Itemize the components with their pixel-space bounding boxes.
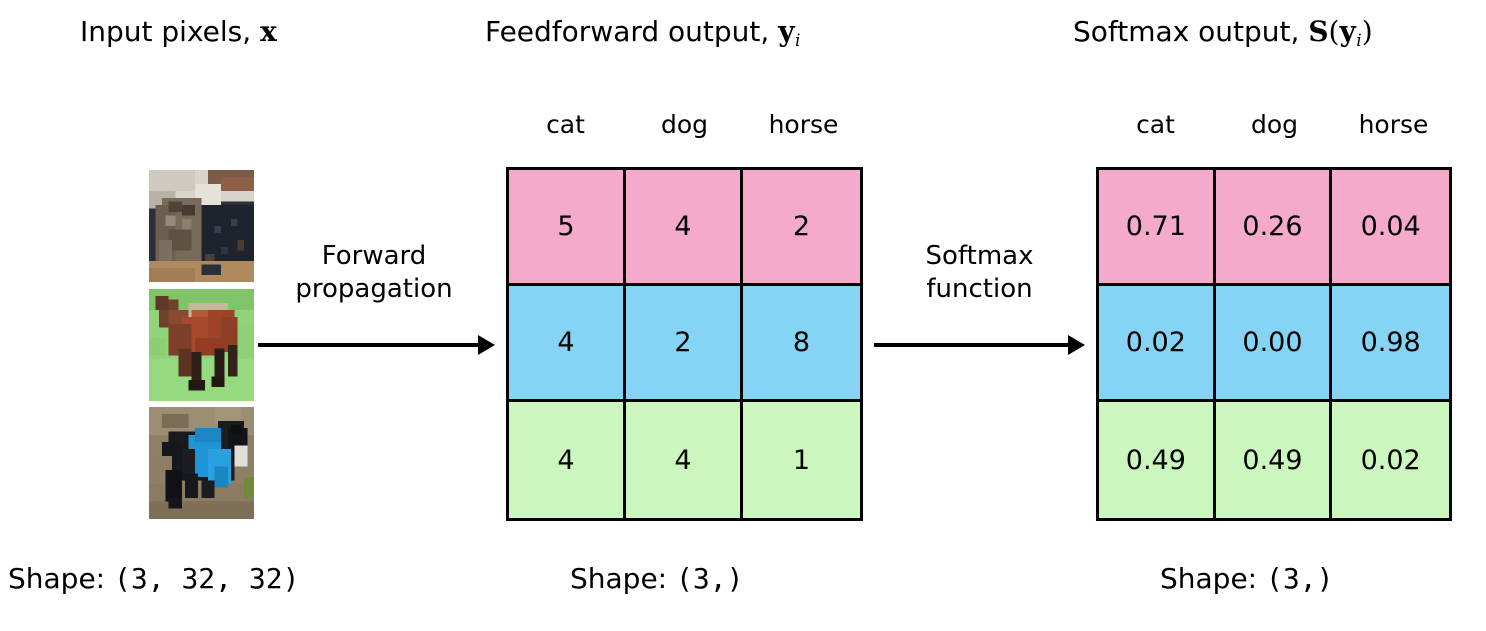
softmax-column-label-horse: horse [1358, 110, 1429, 139]
input-pixels-title: Input pixels, x [80, 18, 277, 46]
feedforward-cell-2-1: 4 [626, 402, 743, 518]
softmax-cell-0-1: 0.26 [1215, 170, 1333, 286]
softmax-shape-value: (3,) [1266, 562, 1334, 595]
horse-thumbnail [149, 289, 254, 401]
softmax-cell-2-0: 0.49 [1099, 402, 1216, 518]
forward-propagation-line2: propagation [295, 274, 453, 305]
feedforward-output-subscript: i [795, 30, 801, 51]
softmax-function-arrow-head [1068, 335, 1085, 355]
softmax-open-paren: ( [1328, 15, 1340, 48]
forward-propagation-label: Forward propagation [258, 240, 490, 307]
input-shape-caption: Shape: (3, 32, 32) [8, 565, 299, 593]
softmax-function-arrow-line [874, 343, 1070, 347]
softmax-cell-2-2: 0.02 [1332, 402, 1449, 518]
feedforward-cell-1-1: 2 [626, 286, 743, 402]
feedforward-cell-0-1: 4 [626, 170, 743, 286]
softmax-function-label: Softmax function [874, 240, 1085, 307]
feedforward-shape-label: Shape: [570, 562, 677, 595]
input-shape-label: Shape: [8, 562, 115, 595]
softmax-output-table: 0.71 0.26 0.04 0.02 0.00 0.98 0.49 0.49 … [1096, 167, 1452, 521]
softmax-output-title-text: Softmax output, [1073, 15, 1309, 48]
softmax-shape-label: Shape: [1160, 562, 1267, 595]
softmax-column-label-dog: dog [1250, 110, 1299, 139]
feedforward-shape-caption: Shape: (3,) [570, 565, 743, 593]
feedforward-cell-1-0: 4 [509, 286, 626, 402]
feedforward-column-label-horse: horse [768, 110, 839, 139]
input-pixels-title-text: Input pixels, [80, 15, 261, 48]
feedforward-cell-0-0: 5 [509, 170, 626, 286]
feedforward-shape-value: (3,) [676, 562, 744, 595]
feedforward-cell-1-2: 8 [743, 286, 860, 402]
forward-propagation-line1: Forward [321, 241, 427, 271]
dog-thumbnail [149, 407, 254, 519]
softmax-shape-caption: Shape: (3,) [1160, 565, 1333, 593]
forward-propagation-arrow-line [258, 343, 480, 347]
input-pixels-symbol: x [260, 15, 277, 48]
feedforward-cell-2-0: 4 [509, 402, 626, 518]
feedforward-output-title-text: Feedforward output, [485, 15, 779, 48]
cat-thumbnail [149, 170, 254, 282]
softmax-function-line2: function [926, 274, 1033, 305]
feedforward-output-symbol: y [778, 15, 795, 48]
softmax-inner-symbol: y [1339, 15, 1356, 48]
input-shape-value: (3, 32, 32) [114, 562, 300, 595]
forward-propagation-arrow-head [478, 335, 495, 355]
softmax-output-symbol: S [1308, 15, 1329, 48]
softmax-function-line1: Softmax [925, 241, 1034, 271]
softmax-cell-0-2: 0.04 [1332, 170, 1449, 286]
feedforward-column-label-cat: cat [546, 110, 585, 139]
feedforward-output-table: 5 4 2 4 2 8 4 4 1 [506, 167, 863, 521]
softmax-cell-2-1: 0.49 [1215, 402, 1333, 518]
softmax-cell-1-0: 0.02 [1099, 286, 1216, 402]
softmax-cell-1-2: 0.98 [1332, 286, 1449, 402]
feedforward-cell-2-2: 1 [743, 402, 860, 518]
softmax-inner-subscript: i [1356, 30, 1362, 51]
softmax-close-paren: ) [1361, 15, 1373, 48]
feedforward-cell-0-2: 2 [743, 170, 860, 286]
feedforward-column-label-dog: dog [660, 110, 709, 139]
softmax-cell-0-0: 0.71 [1099, 170, 1216, 286]
softmax-cell-1-1: 0.00 [1215, 286, 1333, 402]
feedforward-output-title: Feedforward output, yi [485, 18, 800, 50]
softmax-column-label-cat: cat [1136, 110, 1175, 139]
softmax-output-title: Softmax output, S(yi) [1073, 18, 1373, 50]
